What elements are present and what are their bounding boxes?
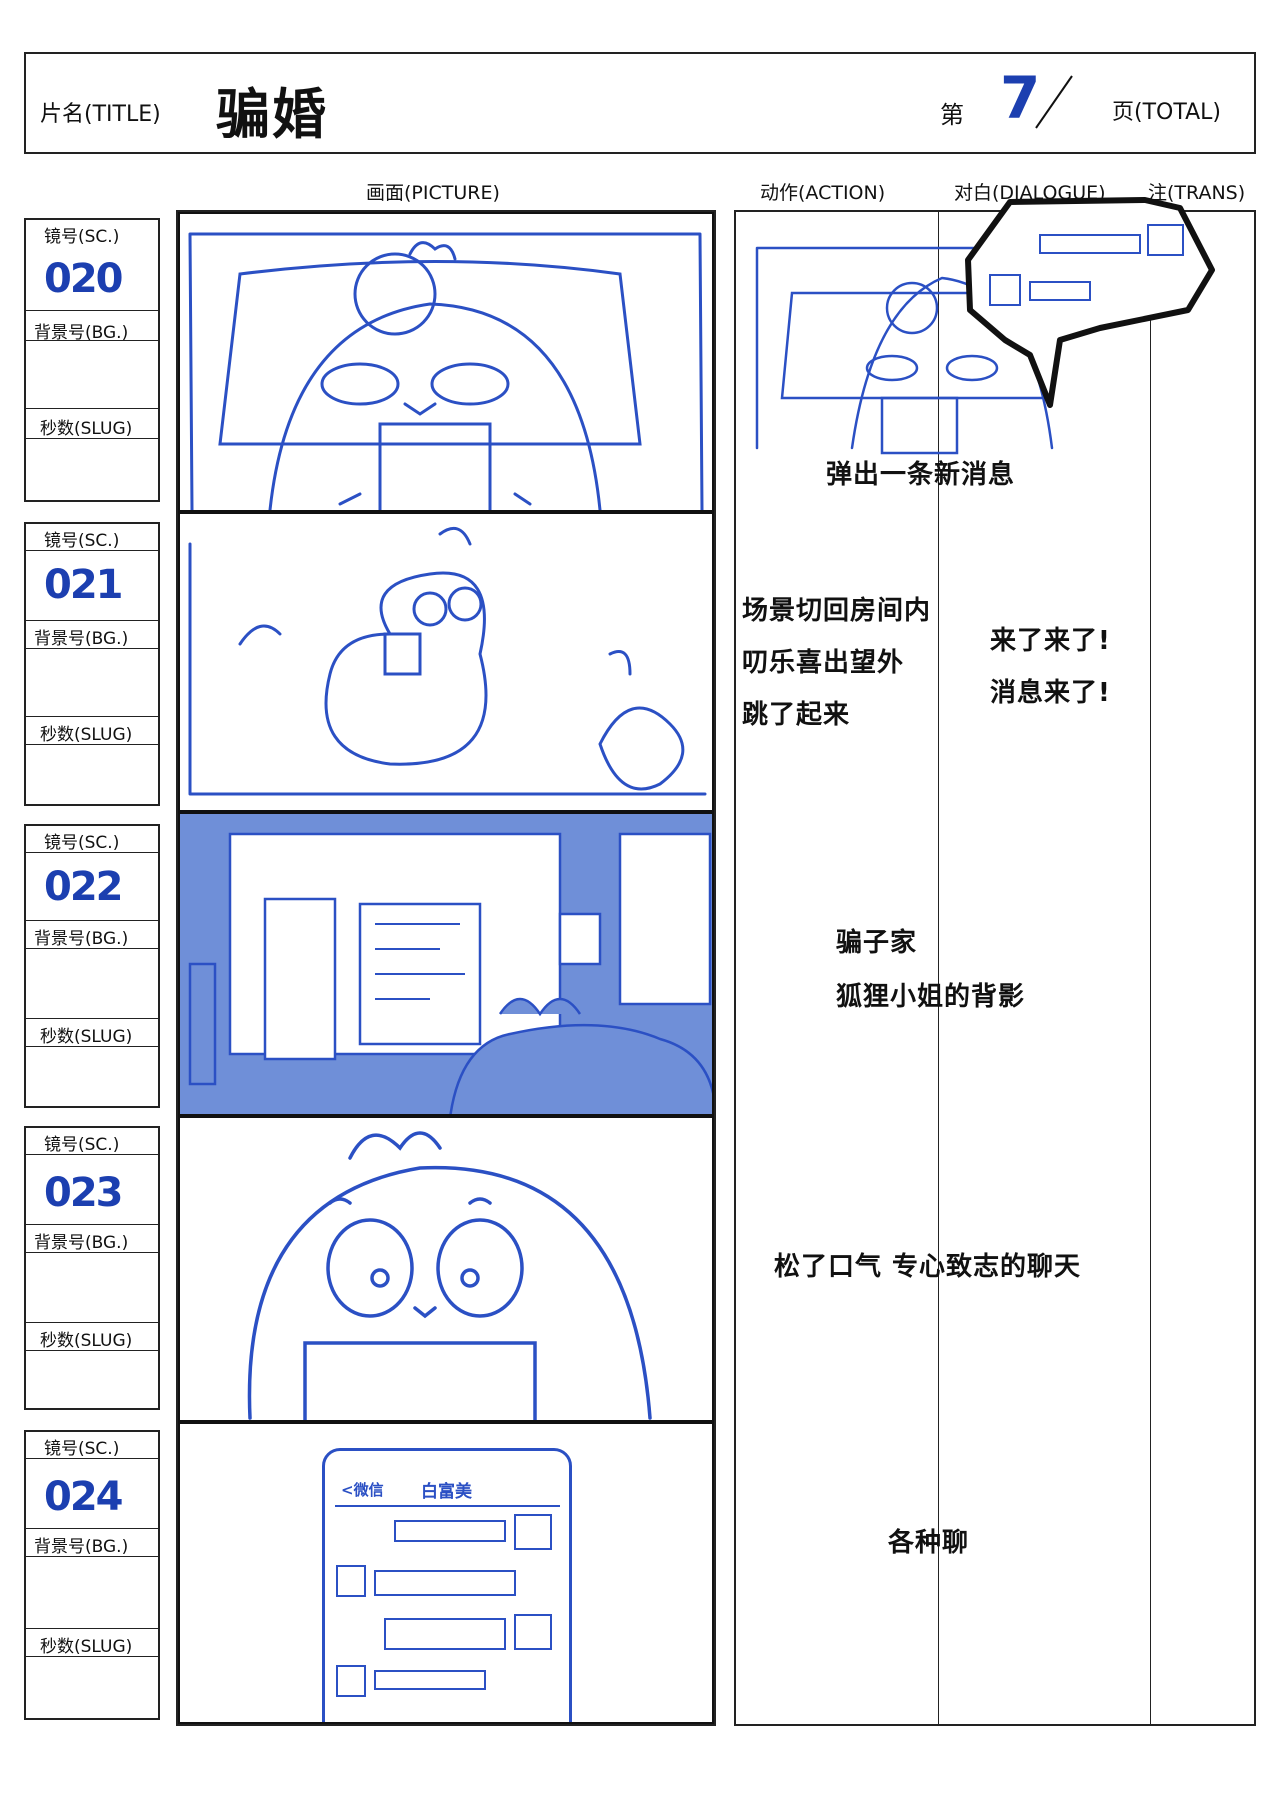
scene-label: 镜号(SC.) [44, 1135, 120, 1155]
divider-dialogue-trans [1150, 210, 1151, 1726]
message-popup-bubble [965, 197, 1215, 408]
scene-number: 024 [44, 1474, 123, 1520]
title-value: 骗婚 [216, 83, 328, 146]
slug-label: 秒数(SLUG) [40, 1027, 133, 1047]
picture-panel-020 [178, 212, 714, 512]
scene-label: 镜号(SC.) [44, 833, 120, 853]
col-picture: 画面(PICTURE) [366, 182, 500, 204]
total-label: 页(TOTAL) [1112, 100, 1221, 125]
picture-panel-022 [178, 812, 714, 1116]
bg-label: 背景号(BG.) [34, 929, 129, 949]
picture-panel-023 [178, 1116, 714, 1422]
shot-info-024 [24, 1430, 160, 1720]
page-prefix: 第 [940, 101, 964, 129]
bg-label: 背景号(BG.) [34, 1537, 129, 1557]
slug-label: 秒数(SLUG) [40, 725, 133, 745]
action-024: 各种聊 [888, 1528, 970, 1558]
phone-contact-name: 白富美 [421, 1482, 472, 1502]
bg-label: 背景号(BG.) [34, 323, 129, 343]
action-022-line1: 骗子家 [836, 928, 918, 958]
bg-label: 背景号(BG.) [34, 1233, 129, 1253]
dialogue-021-line2: 消息来了! [990, 678, 1111, 708]
phone-frame: <微信 白富美 [322, 1448, 572, 1722]
shot-info-022 [24, 824, 160, 1108]
action-021-line1: 场景切回房间内 [742, 596, 932, 626]
action-023: 松了口气 专心致志的聊天 [774, 1252, 1082, 1282]
sketch-fox-lady-monitors [188, 832, 712, 1114]
scene-number: 023 [44, 1170, 123, 1216]
shot-info-023 [24, 1126, 160, 1410]
action-020: 弹出一条新消息 [826, 460, 1016, 490]
picture-panel-021 [178, 512, 714, 812]
picture-panel-024: <微信 白富美 [178, 1422, 714, 1724]
scene-label: 镜号(SC.) [44, 531, 120, 551]
notes-column [734, 210, 1256, 1726]
bg-label: 背景号(BG.) [34, 629, 129, 649]
scene-number: 022 [44, 864, 123, 910]
shot-info-021 [24, 522, 160, 806]
phone-header: <微信 白富美 [335, 1477, 560, 1507]
action-022-line2: 狐狸小姐的背影 [836, 982, 1026, 1012]
scene-number: 020 [44, 256, 123, 302]
chat-bubbles-sketch [336, 1514, 552, 1697]
scene-number: 021 [44, 562, 123, 608]
phone-back-label: <微信 [341, 1481, 384, 1499]
action-021-line3: 跳了起来 [742, 700, 851, 730]
action-021-line2: 叨乐喜出望外 [742, 648, 905, 678]
scene-label: 镜号(SC.) [44, 227, 120, 247]
sketch-chick-jumping [188, 526, 707, 796]
sketch-chick-in-bed [188, 232, 704, 510]
dialogue-021-line1: 来了来了! [990, 626, 1111, 656]
page-slash [1035, 75, 1073, 129]
title-label: 片名(TITLE) [40, 102, 161, 127]
divider-action-dialogue [938, 210, 939, 1726]
scene-label: 镜号(SC.) [44, 1439, 120, 1459]
col-action: 动作(ACTION) [760, 182, 886, 204]
header-box [24, 52, 1256, 154]
shot-info-020 [24, 218, 160, 502]
slug-label: 秒数(SLUG) [40, 1637, 133, 1657]
page-number: 7 [1000, 64, 1041, 132]
sketch-chick-closeup [247, 1131, 652, 1420]
slug-label: 秒数(SLUG) [40, 419, 133, 439]
slug-label: 秒数(SLUG) [40, 1331, 133, 1351]
col-trans: 注(TRANS) [1148, 182, 1246, 204]
